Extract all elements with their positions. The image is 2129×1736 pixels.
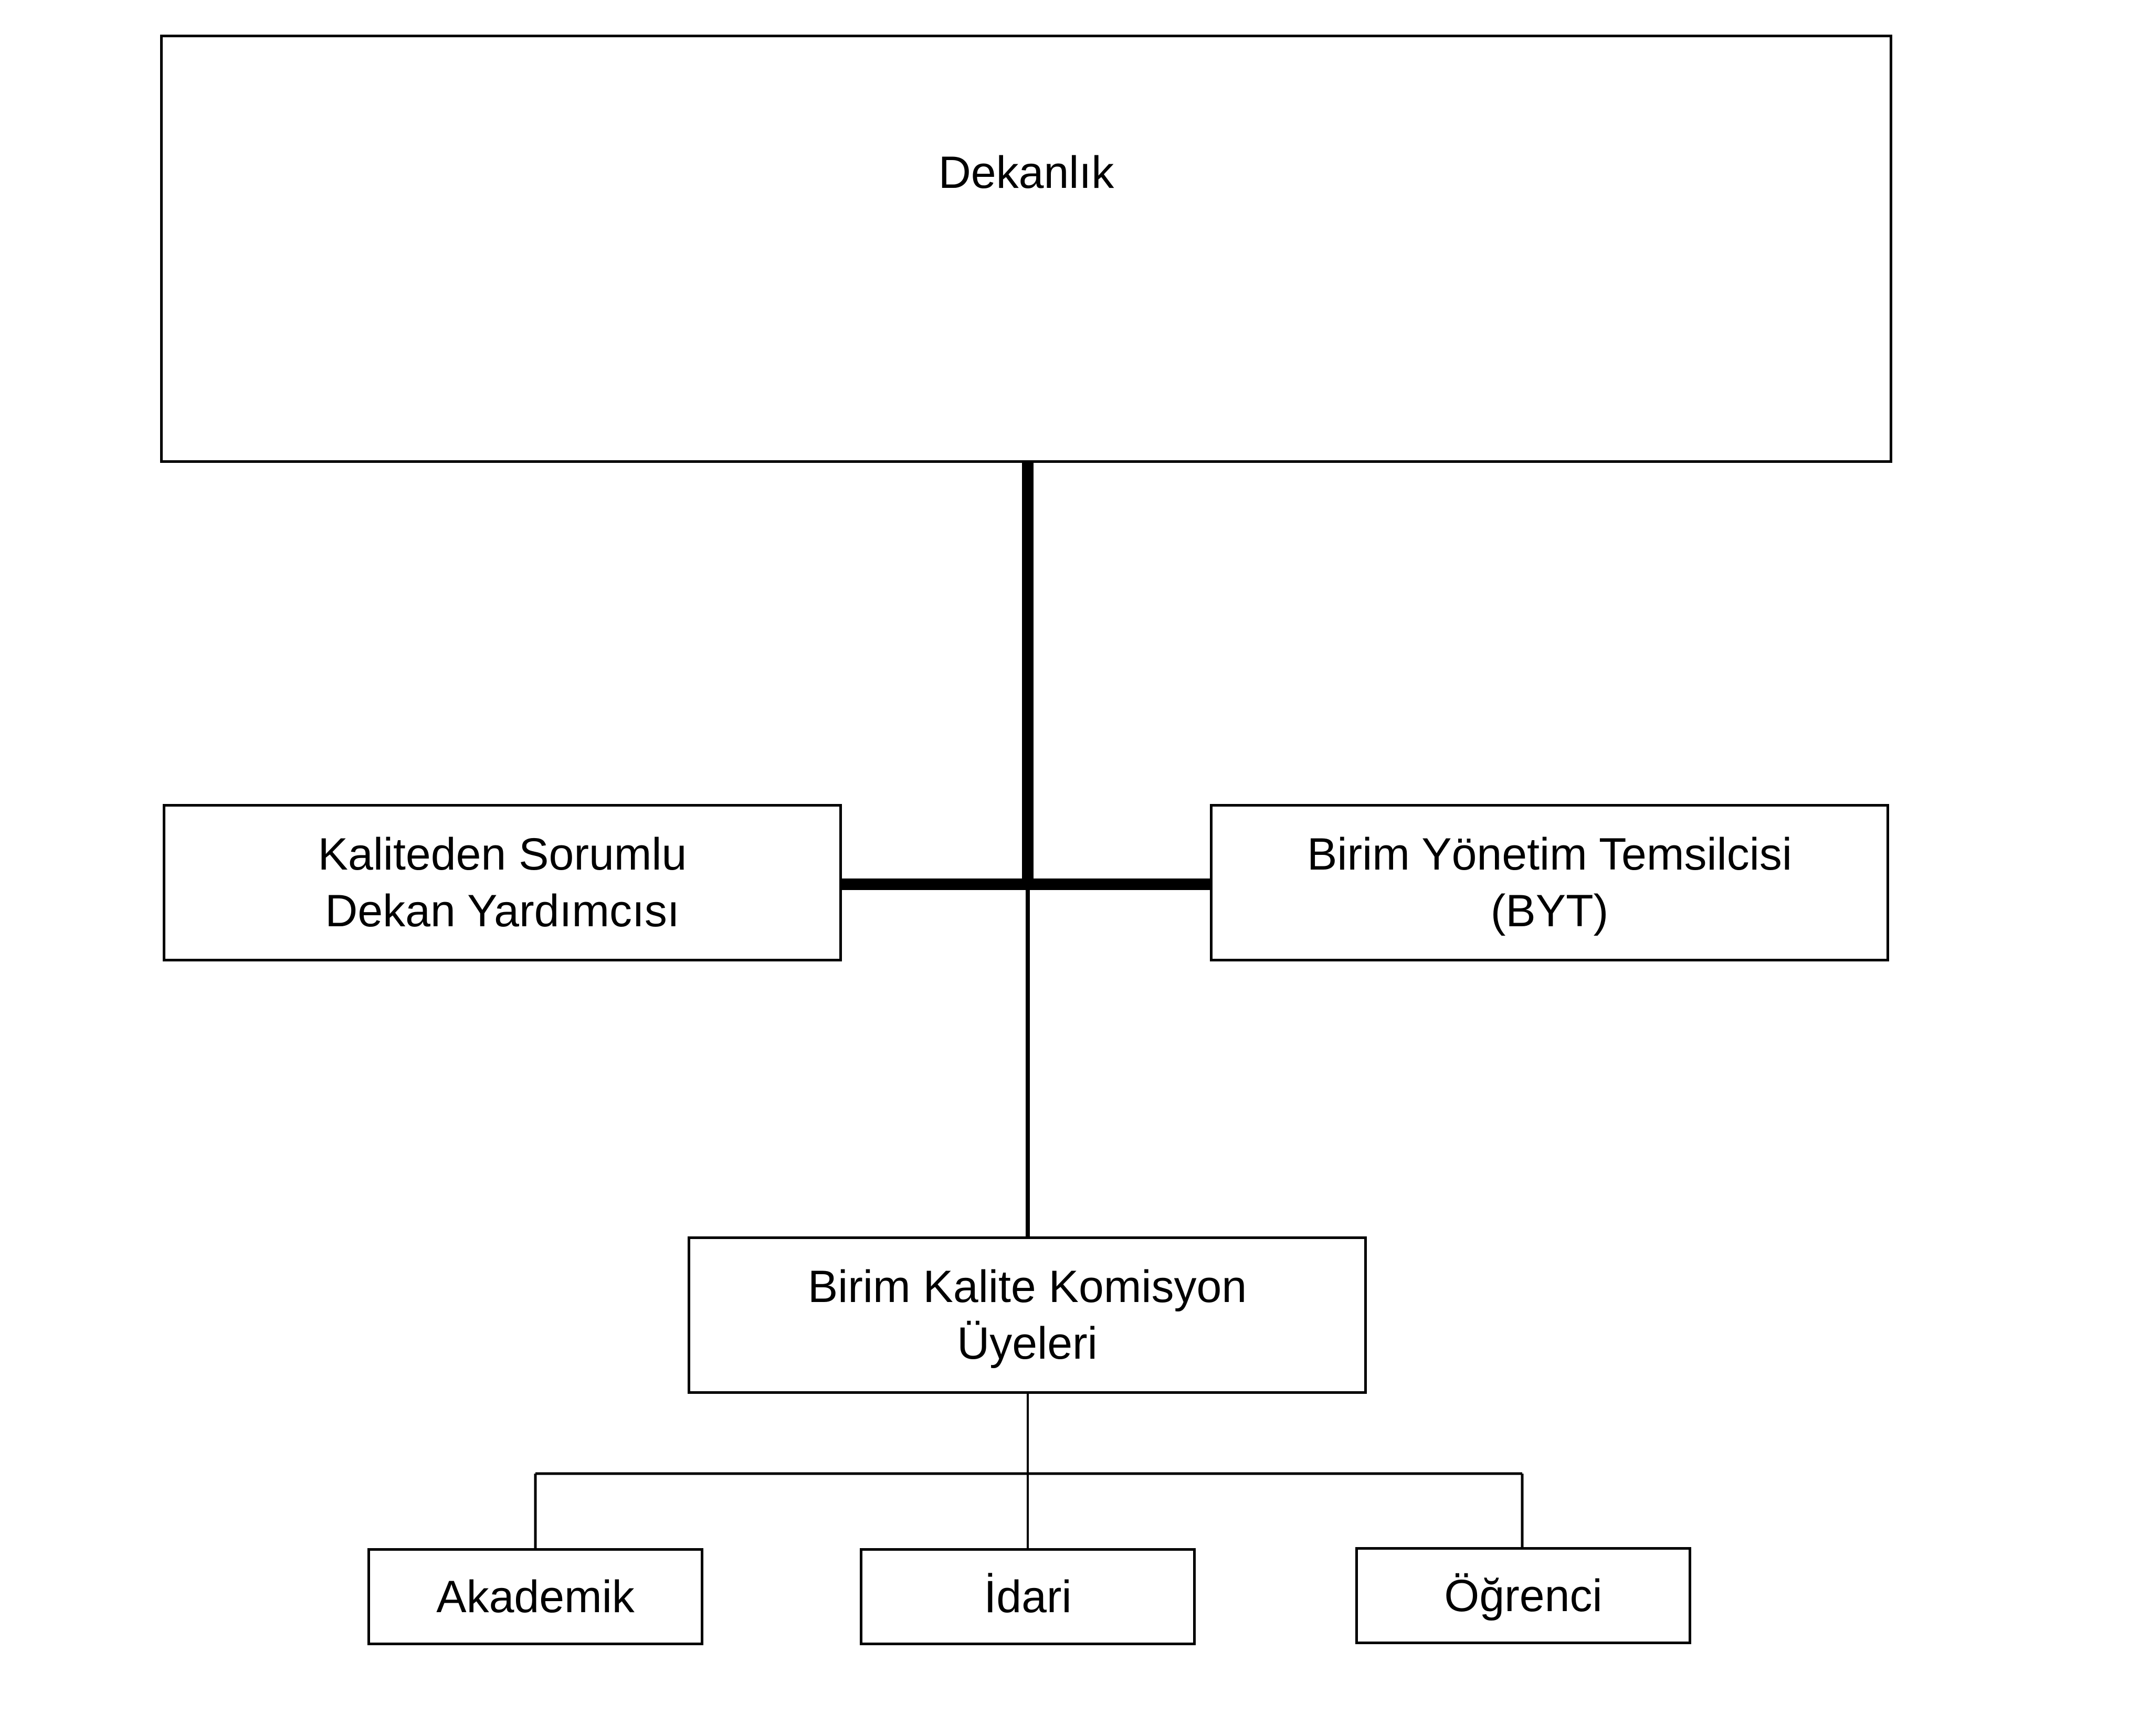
node-kdy-label-line-1: Kaliteden Sorumlu — [318, 829, 687, 880]
node-idari: İdari — [860, 1548, 1196, 1645]
node-dekanlik: Dekanlık — [160, 35, 1892, 463]
node-bkk-label-line-1: Birim Kalite Komisyon — [807, 1262, 1247, 1312]
node-bkk-label-line-2: Üyeleri — [957, 1318, 1098, 1369]
node-dekanlik-label: Dekanlık — [938, 147, 1114, 198]
node-kdy-label-line-2: Dekan Yardımcısı — [325, 886, 680, 936]
node-byt-label-line-2: (BYT) — [1490, 886, 1609, 936]
node-ogrenci: Öğrenci — [1355, 1547, 1691, 1644]
node-byt-label-line-1: Birim Yönetim Temsilcisi — [1307, 829, 1792, 880]
node-ogrenci-label: Öğrenci — [1444, 1570, 1603, 1621]
node-idari-label: İdari — [984, 1571, 1072, 1622]
node-akademik-label: Akademik — [436, 1571, 635, 1622]
node-birim-kalite-komisyon-uyeleri: Birim Kalite Komisyon Üyeleri — [688, 1236, 1367, 1394]
node-kaliteden-sorumlu-dekan-yardimcisi: Kaliteden Sorumlu Dekan Yardımcısı — [163, 804, 842, 961]
node-birim-yonetim-temsilcisi: Birim Yönetim Temsilcisi (BYT) — [1210, 804, 1889, 961]
node-akademik: Akademik — [367, 1548, 703, 1645]
